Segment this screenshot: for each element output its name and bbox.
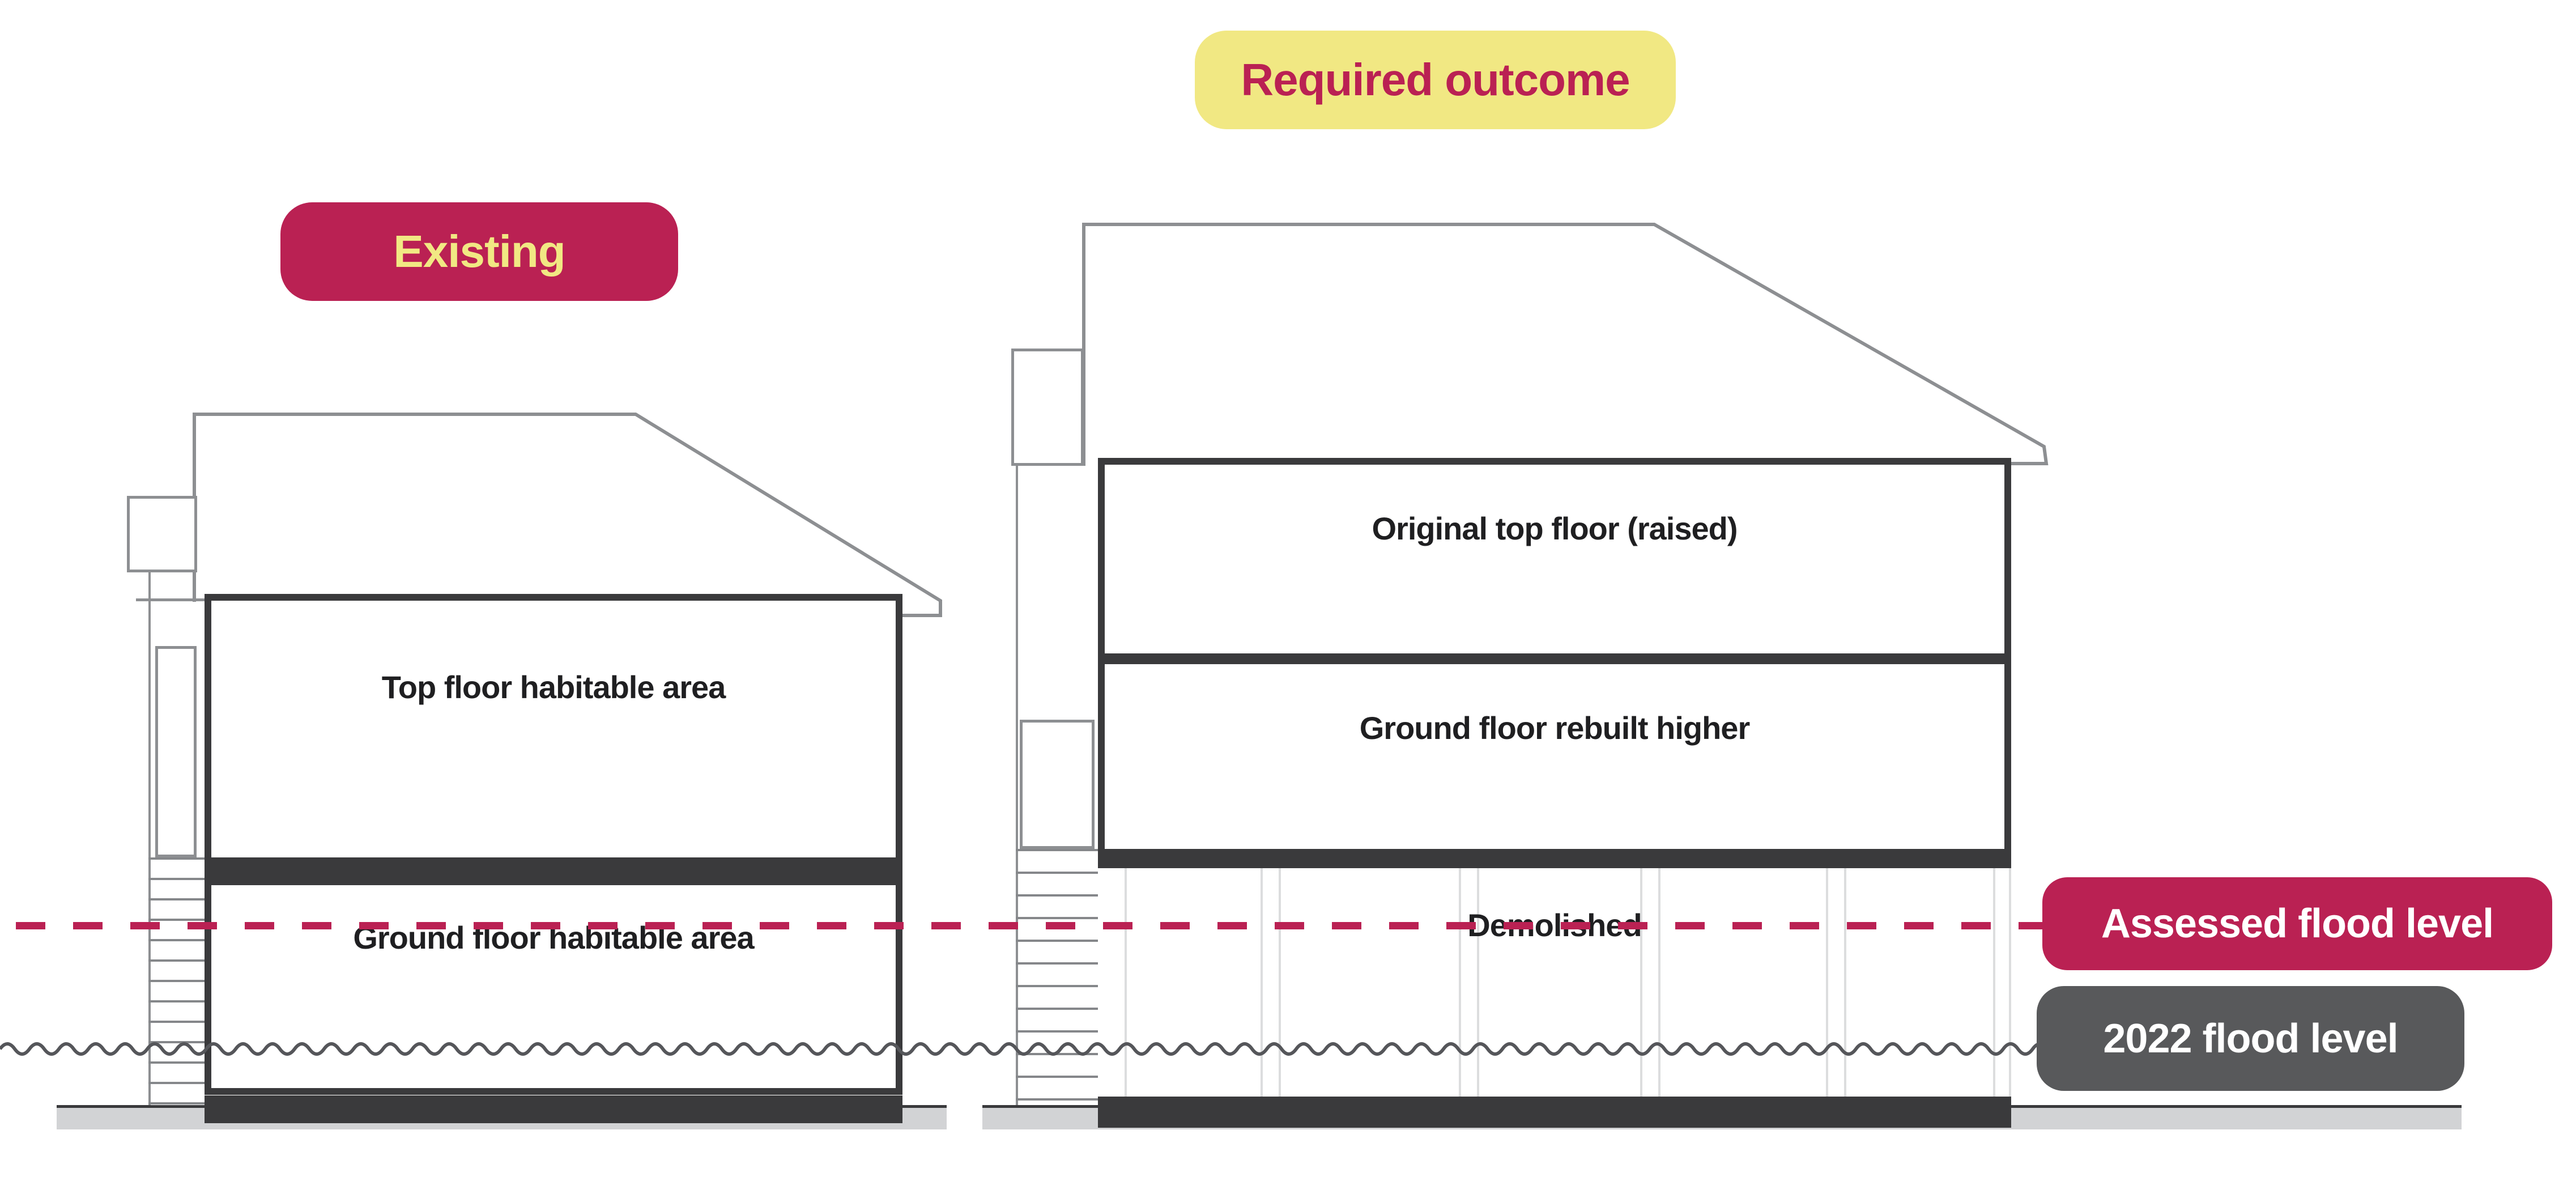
stilt-post <box>1826 868 1828 1097</box>
stilt-post <box>1658 868 1660 1097</box>
stilt-post <box>1993 868 1995 1097</box>
existing-ground-floor-label: Ground floor habitable area <box>353 920 754 955</box>
outcome-bottom-slab <box>1098 1097 2011 1128</box>
outcome-top-floor-label: Original top floor (raised) <box>1372 511 1738 546</box>
existing-roof-outline <box>193 413 942 617</box>
stilt-post <box>1844 868 1846 1097</box>
demolished-label: Demolished <box>1467 907 1642 943</box>
existing-mid-slab <box>205 857 902 885</box>
outcome-chimney <box>1011 349 1084 466</box>
existing-chimney <box>127 496 197 572</box>
outcome-roof-outline <box>1082 223 2049 466</box>
existing-stair-rail <box>148 572 151 1105</box>
required-outcome-badge-label: Required outcome <box>1241 54 1630 105</box>
stilt-post <box>1459 868 1461 1097</box>
existing-stairs <box>148 857 205 1105</box>
stilt-post <box>1261 868 1263 1097</box>
assessed-flood-level-badge: Assessed flood level <box>2042 877 2552 970</box>
required-outcome-badge: Required outcome <box>1195 31 1676 129</box>
assessed-flood-level-line <box>16 922 2042 929</box>
stilt-post <box>1279 868 1281 1097</box>
outcome-ground-floor-label: Ground floor rebuilt higher <box>1359 710 1751 746</box>
existing-bottom-slab <box>205 1095 902 1123</box>
existing-ground-floor-box: Ground floor habitable area <box>205 885 902 1095</box>
stilt-post <box>1477 868 1479 1097</box>
demolished-zone: Demolished <box>1098 868 2011 1097</box>
outcome-door <box>1020 720 1095 849</box>
existing-badge: Existing <box>280 202 678 301</box>
existing-door <box>155 646 197 857</box>
stilt-post <box>2009 868 2011 1097</box>
outcome-stair-rail <box>1016 466 1018 1105</box>
flood-2022-wave <box>0 1042 2064 1056</box>
outcome-lower-slab <box>1098 849 2011 868</box>
stilt-post <box>1640 868 1642 1097</box>
stilt-post <box>1125 868 1127 1097</box>
outcome-stairs <box>1016 849 1098 1105</box>
outcome-top-floor-box: Original top floor (raised) <box>1098 458 2011 664</box>
existing-top-floor-box: Top floor habitable area <box>205 594 902 885</box>
flood-2022-level-badge: 2022 flood level <box>2037 986 2464 1091</box>
assessed-flood-level-label: Assessed flood level <box>2101 901 2494 946</box>
flood-2022-level-label: 2022 flood level <box>2103 1016 2398 1061</box>
existing-badge-label: Existing <box>393 226 565 277</box>
existing-eave-stub <box>136 598 205 601</box>
existing-top-floor-label: Top floor habitable area <box>381 669 726 705</box>
outcome-ground-floor-box: Ground floor rebuilt higher <box>1098 657 2011 868</box>
